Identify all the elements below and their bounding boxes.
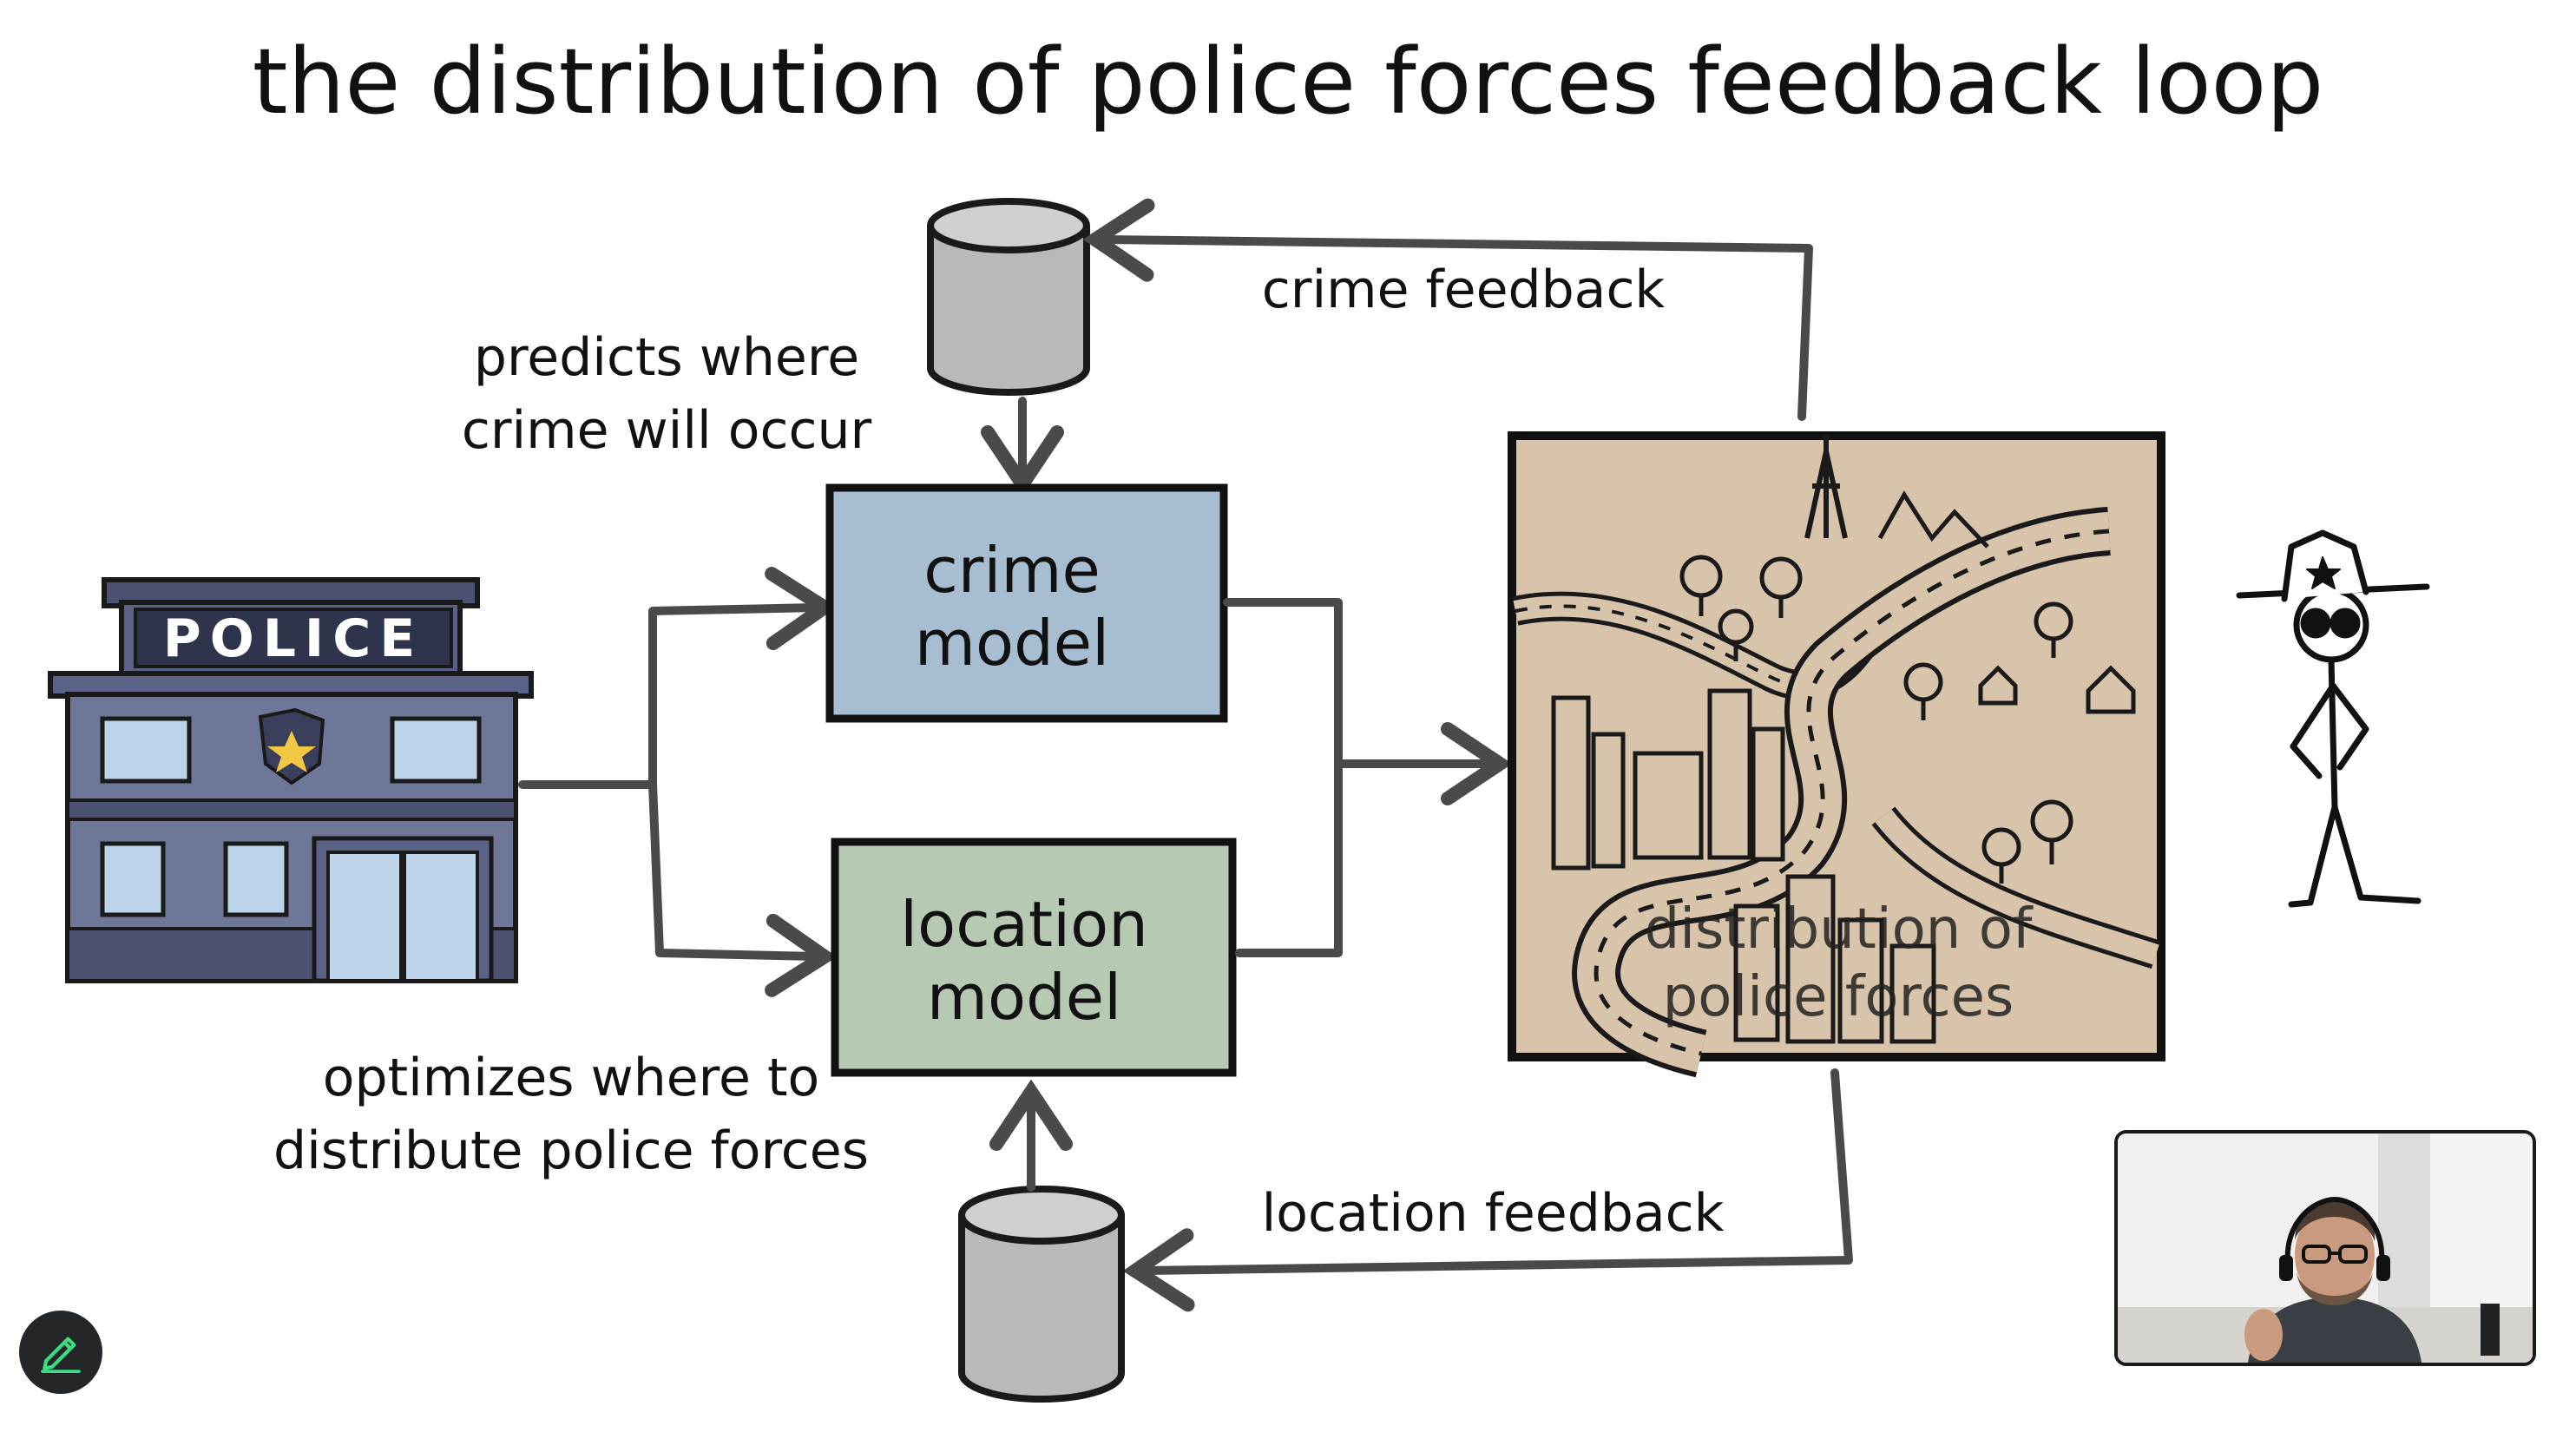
crime-feedback-label: crime feedback <box>1262 260 1666 320</box>
police-station-icon: POLICE <box>48 577 534 983</box>
city-map-illustration: distribution of police forces <box>1508 431 2165 1078</box>
presenter-avatar <box>2244 1196 2422 1363</box>
predicts-label-line1: predicts where <box>474 327 859 388</box>
police-officer-figure-icon <box>2236 529 2430 908</box>
models-to-map-arrows <box>1223 598 1513 957</box>
optimizes-label-line1: optimizes where to <box>323 1048 819 1108</box>
diagram-title: the distribution of police forces feedba… <box>253 29 2324 135</box>
station-to-models-arrows <box>518 567 838 997</box>
map-overlay-line1: distribution of <box>1645 897 2034 962</box>
location-feedback-label: location feedback <box>1262 1183 1725 1244</box>
webcam-video-tile[interactable] <box>2114 1130 2536 1366</box>
location-feedback-arrow <box>1122 1068 1853 1312</box>
predicts-label-line2: crime will occur <box>462 400 872 461</box>
police-sign: POLICE <box>163 608 424 669</box>
crime-model-box: crime model <box>825 483 1228 723</box>
location-model-line2: model <box>927 961 1121 1034</box>
location-database-icon <box>958 1186 1125 1403</box>
location-model-line1: location <box>900 888 1148 961</box>
location-model-box: location model <box>831 838 1237 1077</box>
map-overlay-line2: police forces <box>1663 965 2014 1029</box>
crime-model-line2: model <box>915 607 1109 680</box>
crime-model-line1: crime <box>923 534 1101 607</box>
optimizes-label-line2: distribute police forces <box>273 1120 869 1181</box>
crime-database-icon <box>927 198 1090 396</box>
crime-feedback-arrow <box>1082 198 1813 421</box>
pencil-icon <box>41 1337 81 1374</box>
annotate-button[interactable] <box>19 1311 102 1394</box>
